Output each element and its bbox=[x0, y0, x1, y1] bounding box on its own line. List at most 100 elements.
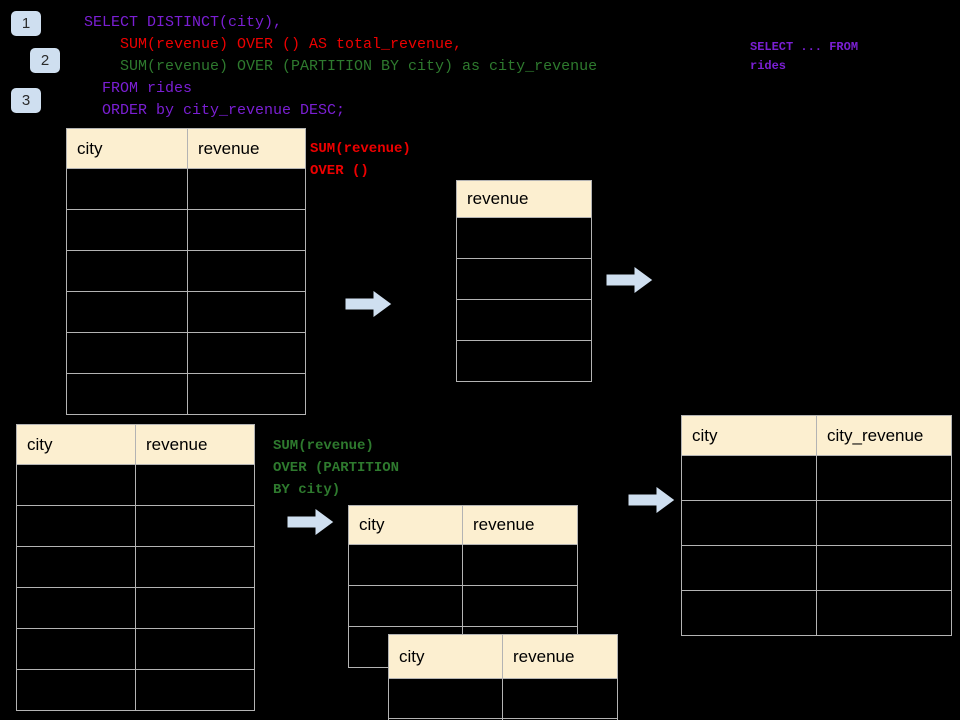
table-row bbox=[16, 628, 255, 670]
annot-sum-over-partition-line-3: BY city) bbox=[273, 482, 341, 498]
table-cell bbox=[187, 250, 306, 292]
table-cell bbox=[681, 590, 817, 636]
arrow-total-to-result bbox=[606, 265, 654, 295]
table-cell bbox=[456, 217, 592, 259]
table-cell bbox=[348, 544, 463, 586]
table-cell bbox=[816, 590, 952, 636]
table-cell bbox=[135, 546, 255, 588]
table-row bbox=[681, 455, 952, 501]
table-row bbox=[681, 545, 952, 591]
arrow-icon bbox=[287, 507, 335, 537]
table-city-revenue-result-col-header: city bbox=[681, 415, 817, 456]
table-partition-back-col-header: revenue bbox=[462, 505, 578, 545]
annot-sum-over-empty: SUM(revenue) OVER () bbox=[310, 138, 411, 182]
table-cell bbox=[66, 168, 188, 210]
table-rides-source-col-header: revenue bbox=[187, 128, 306, 169]
table-rides-source-lower-col-header: revenue bbox=[135, 424, 255, 465]
table-rides-source-lower-col-header: city bbox=[16, 424, 136, 465]
table-row bbox=[681, 500, 952, 546]
annot-sum-over-partition-line-1: SUM(revenue) bbox=[273, 438, 374, 454]
table-cell bbox=[187, 209, 306, 251]
table-cell bbox=[816, 500, 952, 546]
table-row bbox=[16, 505, 255, 547]
arrow-icon bbox=[606, 265, 654, 295]
table-row bbox=[16, 546, 255, 588]
table-row bbox=[16, 587, 255, 629]
step-badge-1: 1 bbox=[11, 11, 41, 36]
table-row bbox=[66, 291, 306, 333]
table-cell bbox=[456, 258, 592, 300]
sql-line-4: FROM rides bbox=[102, 80, 193, 97]
table-row bbox=[66, 209, 306, 251]
table-cell bbox=[816, 455, 952, 501]
table-total-revenue: revenue bbox=[456, 180, 592, 382]
table-row bbox=[66, 332, 306, 374]
arrow-icon bbox=[345, 289, 393, 319]
table-cell bbox=[16, 505, 136, 547]
table-row bbox=[16, 669, 255, 711]
table-cell bbox=[66, 250, 188, 292]
sql-query-block: SELECT DISTINCT(city), SUM(revenue) OVER … bbox=[84, 12, 597, 122]
table-cell bbox=[462, 544, 578, 586]
table-cell bbox=[816, 545, 952, 591]
arrow-source-to-partition bbox=[287, 507, 335, 537]
table-row bbox=[348, 544, 578, 586]
annot-sum-over-partition-line-2: OVER (PARTITION bbox=[273, 460, 400, 476]
table-cell bbox=[187, 332, 306, 374]
table-row bbox=[456, 217, 592, 259]
table-cell bbox=[66, 373, 188, 415]
table-total-revenue-header-row: revenue bbox=[456, 180, 592, 218]
table-cell bbox=[187, 291, 306, 333]
table-row bbox=[456, 258, 592, 300]
annot-sum-over-partition: SUM(revenue) OVER (PARTITION BY city) bbox=[273, 435, 399, 501]
table-partition-front-col-header: city bbox=[388, 634, 503, 679]
table-row bbox=[66, 250, 306, 292]
table-cell bbox=[66, 332, 188, 374]
table-cell bbox=[66, 209, 188, 251]
table-partition-front-col-header: revenue bbox=[502, 634, 618, 679]
step-badge-3: 3 bbox=[11, 88, 41, 113]
table-cell bbox=[187, 168, 306, 210]
sql-line-1: SELECT DISTINCT(city), bbox=[84, 14, 283, 31]
sql-line-5: ORDER by city_revenue DESC; bbox=[102, 102, 346, 119]
table-cell bbox=[66, 291, 188, 333]
table-cell bbox=[135, 628, 255, 670]
table-cell bbox=[502, 678, 618, 719]
table-cell bbox=[681, 455, 817, 501]
table-partition-back-col-header: city bbox=[348, 505, 463, 545]
table-row bbox=[66, 373, 306, 415]
table-cell bbox=[16, 464, 136, 506]
table-total-revenue-col-header: revenue bbox=[456, 180, 592, 218]
table-cell bbox=[462, 585, 578, 627]
arrow-source-to-total bbox=[345, 289, 393, 319]
arrow-partition-to-result bbox=[628, 485, 676, 515]
table-cell bbox=[16, 669, 136, 711]
table-row bbox=[16, 464, 255, 506]
table-rides-source-col-header: city bbox=[66, 128, 188, 169]
table-row bbox=[456, 340, 592, 382]
table-row bbox=[66, 168, 306, 210]
table-row bbox=[681, 590, 952, 636]
table-row bbox=[388, 678, 618, 719]
side-note-line-2: rides bbox=[750, 59, 787, 73]
table-row bbox=[348, 585, 578, 627]
sql-line-2: SUM(revenue) OVER () AS total_revenue, bbox=[120, 36, 463, 53]
annot-sum-over-empty-line-2: OVER () bbox=[310, 163, 369, 179]
arrow-icon bbox=[628, 485, 676, 515]
table-cell bbox=[348, 585, 463, 627]
annot-sum-over-empty-line-1: SUM(revenue) bbox=[310, 141, 411, 157]
table-cell bbox=[16, 546, 136, 588]
table-row bbox=[456, 299, 592, 341]
table-cell bbox=[135, 669, 255, 711]
table-cell bbox=[502, 718, 618, 720]
step-badge-2: 2 bbox=[30, 48, 60, 73]
